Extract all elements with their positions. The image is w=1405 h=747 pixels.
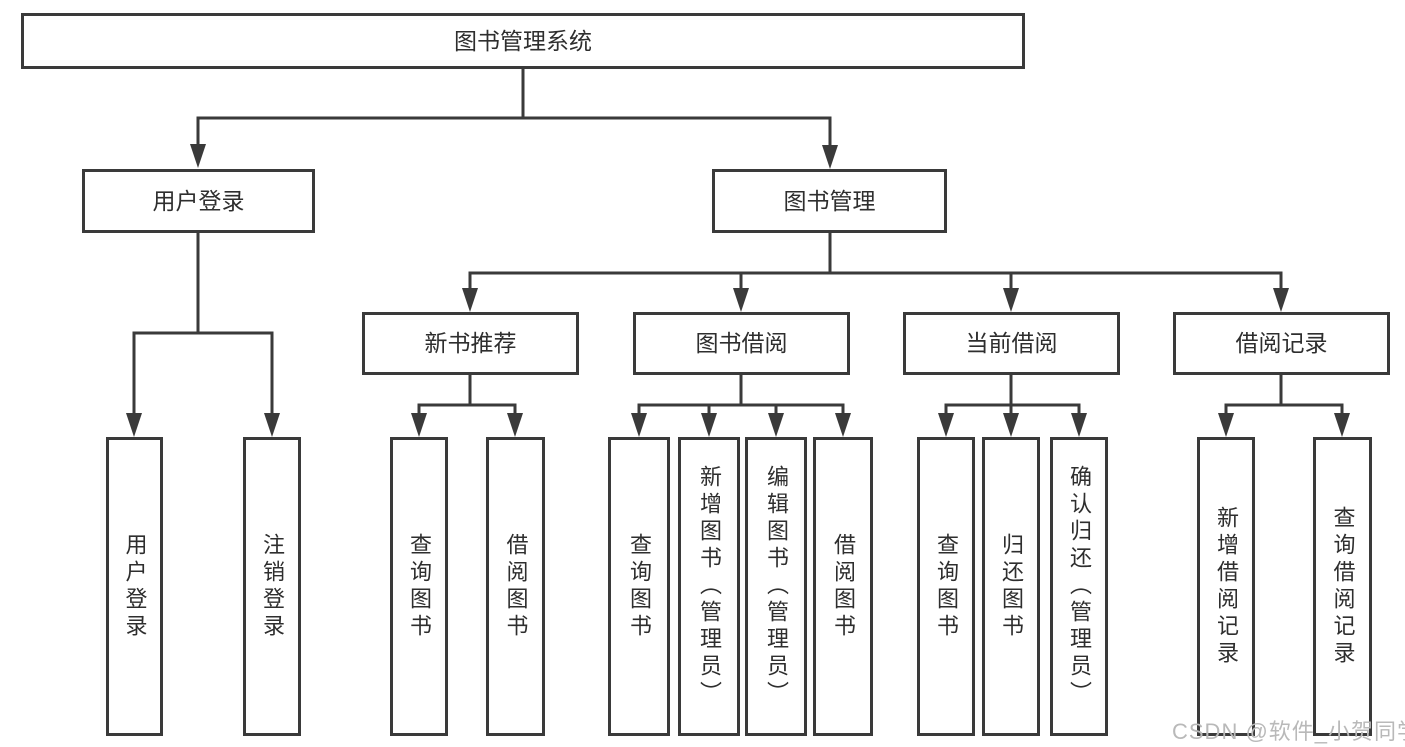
node-book-borrowing: 图书借阅: [633, 312, 850, 375]
leaf-logout: 注销登录: [243, 437, 301, 736]
leaf-records-query-borrow-record: 查询借阅记录: [1313, 437, 1372, 736]
leaf-newbooks-query-books: 查询图书: [390, 437, 448, 736]
leaf-user-login: 用户登录: [106, 437, 163, 736]
leaf-newbooks-borrow-books: 借阅图书: [486, 437, 545, 736]
node-new-book-recommend: 新书推荐: [362, 312, 579, 375]
node-user-login: 用户登录: [82, 169, 315, 233]
leaf-current-return-books: 归还图书: [982, 437, 1040, 736]
node-library-management-system: 图书管理系统: [21, 13, 1025, 69]
node-borrowing-records: 借阅记录: [1173, 312, 1390, 375]
leaf-borrowing-edit-books-admin: 编辑图书（管理员）: [745, 437, 807, 736]
leaf-borrowing-add-books-admin: 新增图书（管理员）: [678, 437, 740, 736]
leaf-borrowing-borrow-books: 借阅图书: [813, 437, 873, 736]
leaf-current-query-books: 查询图书: [917, 437, 975, 736]
leaf-records-add-borrow-record: 新增借阅记录: [1197, 437, 1255, 736]
leaf-borrowing-query-books: 查询图书: [608, 437, 670, 736]
node-book-management: 图书管理: [712, 169, 947, 233]
node-current-borrowing: 当前借阅: [903, 312, 1120, 375]
csdn-watermark: CSDN @软件_小贺同学: [1172, 719, 1405, 744]
leaf-current-confirm-return-admin: 确认归还（管理员）: [1050, 437, 1108, 736]
